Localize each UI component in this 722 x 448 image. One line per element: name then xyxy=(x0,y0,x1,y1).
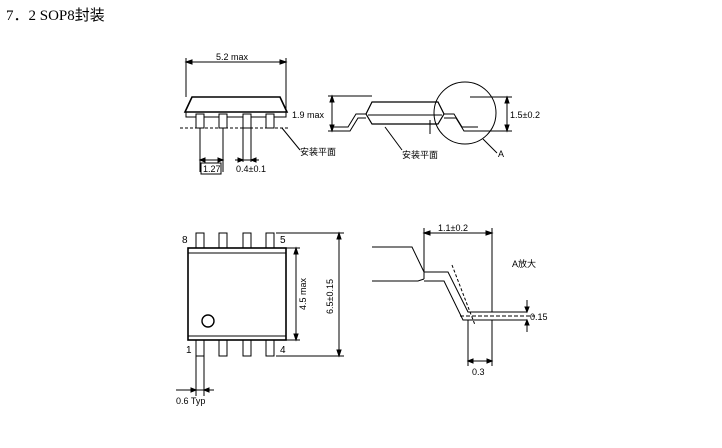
detail-ref-label: A xyxy=(498,149,504,159)
side-lead-4 xyxy=(265,113,275,129)
pin-label-1: 1 xyxy=(186,345,192,356)
pin1-marker xyxy=(201,314,215,328)
side-view xyxy=(180,58,301,175)
end-view xyxy=(328,81,512,154)
detail-a-circle xyxy=(433,81,497,145)
section-heading: 7．2 SOP8封装 xyxy=(6,8,105,24)
dim-lead-thickness: 0.15 xyxy=(530,312,548,322)
bottom-lead-4 xyxy=(265,339,275,357)
dim-body-length: 5.2 max xyxy=(216,52,249,62)
side-lead-3 xyxy=(242,113,252,129)
dim-standoff: 1.5±0.2 xyxy=(510,110,540,120)
top-view-body xyxy=(187,247,287,341)
dim-typ: 0.6 Typ xyxy=(176,396,205,406)
dim-lead-width: 0.4±0.1 xyxy=(236,164,266,174)
detail-a-view xyxy=(372,228,535,366)
end-lead-right xyxy=(444,113,478,128)
dim-pitch: 1.27 xyxy=(203,164,221,174)
pin-label-5: 5 xyxy=(280,235,286,246)
dim-total-width: 6.5±0.15 xyxy=(325,279,335,314)
dim-lead-length: 1.1±0.2 xyxy=(438,223,468,233)
top-lead-7 xyxy=(218,232,228,249)
detail-body-outline xyxy=(372,246,425,273)
end-lead-left xyxy=(333,113,366,128)
dim-height: 1.9 max xyxy=(292,110,325,120)
dim-foot: 0.3 xyxy=(472,367,485,377)
detail-lead xyxy=(424,271,527,313)
dim-body-width: 4.5 max xyxy=(298,277,308,310)
side-view-body xyxy=(183,96,289,113)
top-lead-6 xyxy=(242,232,252,249)
bottom-lead-3 xyxy=(242,339,252,357)
seating-plane-label-1: 安装平面 xyxy=(300,146,336,157)
side-lead-1 xyxy=(195,113,205,129)
top-lead-8 xyxy=(195,232,205,249)
top-lead-5 xyxy=(265,232,275,249)
bottom-lead-1 xyxy=(195,339,205,357)
seating-plane-label-2: 安装平面 xyxy=(402,149,438,160)
side-lead-2 xyxy=(218,113,228,129)
top-view xyxy=(176,231,344,396)
detail-title: A放大 xyxy=(512,258,536,269)
pin-label-4: 4 xyxy=(280,345,286,356)
pin-label-8: 8 xyxy=(182,235,188,246)
bottom-lead-2 xyxy=(218,339,228,357)
end-view-body xyxy=(365,101,445,125)
